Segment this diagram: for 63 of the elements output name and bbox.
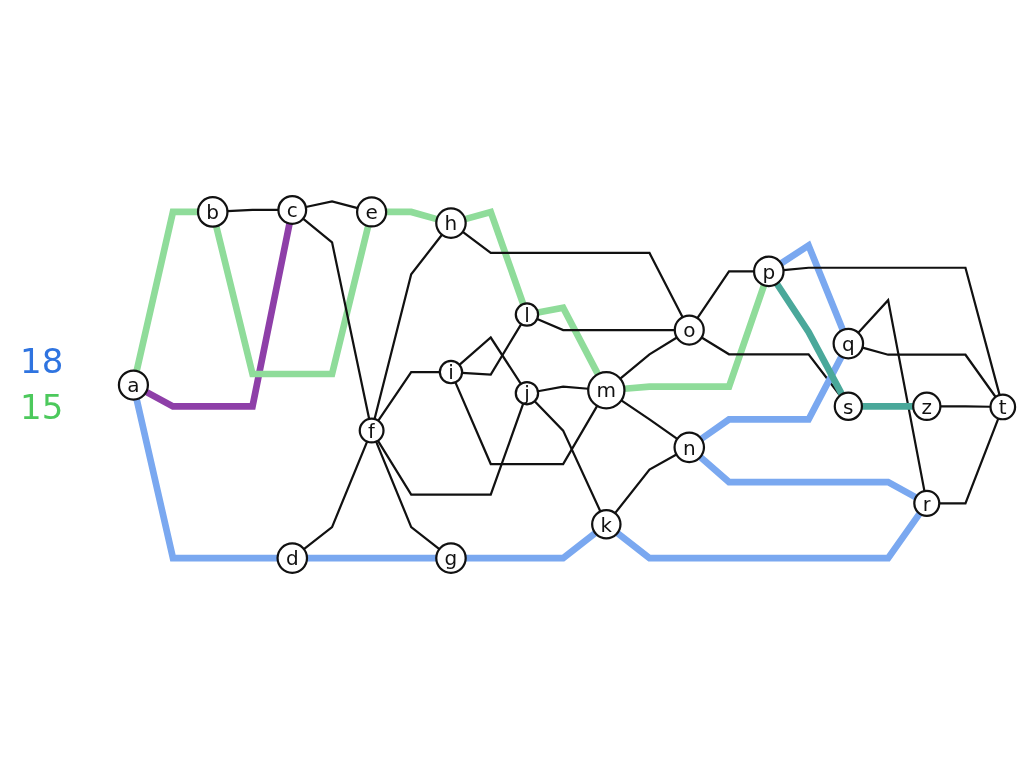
connector	[464, 207, 527, 306]
node-circle: t	[989, 393, 1017, 421]
connector	[376, 403, 525, 496]
connector	[862, 346, 997, 398]
node-circle: o	[673, 314, 705, 346]
node-circle: a	[117, 369, 150, 401]
connector	[696, 270, 755, 319]
connector	[375, 441, 441, 550]
connector	[373, 234, 443, 420]
connector	[458, 335, 522, 385]
connector	[533, 400, 602, 512]
connector	[940, 405, 991, 408]
connector	[144, 222, 293, 410]
connector	[537, 385, 589, 393]
connector	[465, 530, 598, 562]
connector	[698, 454, 918, 501]
connector	[537, 304, 601, 376]
node-circle: b	[196, 196, 229, 228]
connector	[857, 297, 926, 492]
path-length: 15	[20, 387, 65, 427]
node-circle: g	[435, 542, 467, 574]
node-circle: q	[832, 327, 865, 360]
node-circle: z	[912, 391, 942, 422]
node-circle: h	[435, 207, 467, 239]
node-circle: d	[276, 542, 309, 574]
connector	[624, 284, 768, 392]
connector	[302, 217, 371, 420]
connector	[614, 453, 677, 514]
connector	[454, 381, 599, 466]
connector	[620, 399, 678, 440]
connector	[536, 317, 675, 332]
node-circle: s	[833, 391, 864, 421]
connector	[619, 336, 678, 380]
connector	[939, 418, 1000, 505]
connector	[462, 231, 684, 318]
path-length: 18	[20, 341, 65, 381]
node-circle: p	[752, 255, 785, 288]
connector	[861, 402, 914, 410]
connector	[307, 554, 437, 562]
connector	[133, 398, 278, 562]
connector	[699, 355, 845, 442]
node-circle: k	[591, 509, 622, 540]
connector	[227, 208, 279, 213]
node-circle: n	[673, 431, 706, 464]
connector	[783, 266, 1001, 396]
connector	[779, 240, 846, 332]
connector	[303, 441, 369, 550]
connector	[305, 200, 358, 210]
node-circle: i	[438, 359, 464, 385]
connector	[774, 281, 845, 396]
connector	[386, 208, 438, 223]
node-circle: f	[358, 417, 385, 444]
connector	[615, 511, 923, 562]
connector	[462, 323, 523, 376]
connector	[701, 336, 841, 397]
node-circle: c	[277, 194, 308, 225]
connector	[213, 225, 372, 378]
connector	[133, 208, 198, 372]
node-circle: e	[356, 196, 388, 228]
connector	[377, 370, 440, 422]
node-circle: m	[587, 370, 626, 410]
node-circle: r	[913, 489, 941, 517]
node-circle: l	[514, 302, 540, 327]
